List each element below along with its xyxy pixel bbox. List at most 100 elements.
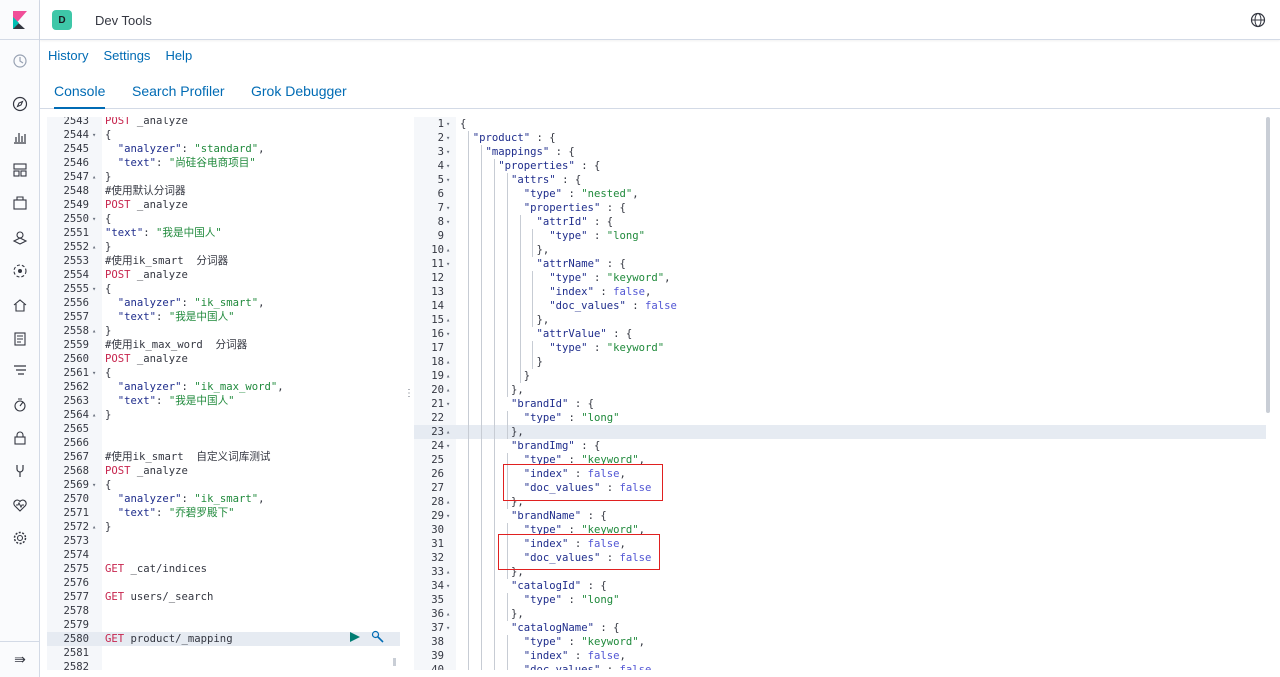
code-line[interactable]: 2544▾{ <box>47 128 400 142</box>
code-line[interactable]: 2550▾{ <box>47 212 400 226</box>
machine-learning-icon[interactable] <box>11 262 29 280</box>
apm-icon[interactable] <box>11 362 29 380</box>
code-line[interactable]: 5▾ "attrs" : { <box>414 173 1266 187</box>
management-gear-icon[interactable] <box>11 529 29 547</box>
fold-open-icon[interactable]: ▾ <box>446 330 451 338</box>
fold-open-icon[interactable]: ▾ <box>92 215 97 223</box>
fold-close-icon[interactable]: ▴ <box>446 610 451 618</box>
fold-close-icon[interactable]: ▴ <box>92 411 97 419</box>
code-line[interactable]: 14 "doc_values" : false <box>414 299 1266 313</box>
fold-close-icon[interactable]: ▴ <box>92 173 97 181</box>
code-line[interactable]: 2572▴} <box>47 520 400 534</box>
code-line[interactable]: 1▾{ <box>414 117 1266 131</box>
uptime-icon[interactable] <box>11 396 29 414</box>
code-line[interactable]: 2567#使用ik_smart 自定义词库测试 <box>47 450 400 464</box>
code-line[interactable]: 2558▴} <box>47 324 400 338</box>
code-line[interactable]: 2546 "text": "尚硅谷电商项目" <box>47 156 400 170</box>
code-line[interactable]: 2570 "analyzer": "ik_smart", <box>47 492 400 506</box>
code-line[interactable]: 39 "index" : false, <box>414 649 1266 663</box>
code-line[interactable]: 22 "type" : "long" <box>414 411 1266 425</box>
fold-open-icon[interactable]: ▾ <box>446 148 451 156</box>
request-scrollbar[interactable] <box>393 658 396 666</box>
fold-close-icon[interactable]: ▴ <box>446 568 451 576</box>
response-editor[interactable]: 1▾{2▾ "product" : {3▾ "mappings" : {4▾ "… <box>414 117 1266 670</box>
help-globe-icon[interactable] <box>1250 12 1266 28</box>
code-line[interactable]: 23▴ }, <box>414 425 1266 439</box>
fold-open-icon[interactable]: ▾ <box>446 120 451 128</box>
code-line[interactable]: 2565 <box>47 422 400 436</box>
fold-close-icon[interactable]: ▴ <box>446 246 451 254</box>
settings-link[interactable]: Settings <box>103 48 151 63</box>
code-line[interactable]: 4▾ "properties" : { <box>414 159 1266 173</box>
code-line[interactable]: 2553#使用ik_smart 分词器 <box>47 254 400 268</box>
code-line[interactable]: 2559#使用ik_max_word 分词器 <box>47 338 400 352</box>
code-line[interactable]: 17 "type" : "keyword" <box>414 341 1266 355</box>
editor-resize-handle[interactable]: ⋮ <box>404 388 414 399</box>
request-options-wrench-icon[interactable] <box>371 630 385 644</box>
code-line[interactable]: 2564▴} <box>47 408 400 422</box>
code-line[interactable]: 2574 <box>47 548 400 562</box>
fold-close-icon[interactable]: ▴ <box>92 523 97 531</box>
dev-tools-wrench-icon[interactable] <box>11 462 29 480</box>
collapse-nav-icon[interactable]: ⇛ <box>0 641 40 677</box>
tab-console[interactable]: Console <box>54 83 106 109</box>
code-line[interactable]: 2545 "analyzer": "standard", <box>47 142 400 156</box>
discover-compass-icon[interactable] <box>11 95 29 113</box>
code-line[interactable]: 2557 "text": "我是中国人" <box>47 310 400 324</box>
code-line[interactable]: 38 "type" : "keyword", <box>414 635 1266 649</box>
code-line[interactable]: 37▾ "catalogName" : { <box>414 621 1266 635</box>
code-line[interactable]: 12 "type" : "keyword", <box>414 271 1266 285</box>
siem-lock-icon[interactable] <box>11 429 29 447</box>
code-line[interactable]: 3▾ "mappings" : { <box>414 145 1266 159</box>
code-line[interactable]: 31 "index" : false, <box>414 537 1266 551</box>
code-line[interactable]: 16▾ "attrValue" : { <box>414 327 1266 341</box>
fold-open-icon[interactable]: ▾ <box>446 134 451 142</box>
code-line[interactable]: 35 "type" : "long" <box>414 593 1266 607</box>
code-line[interactable]: 11▾ "attrName" : { <box>414 257 1266 271</box>
logs-icon[interactable] <box>11 330 29 348</box>
code-line[interactable]: 2552▴} <box>47 240 400 254</box>
code-line[interactable]: 2581 <box>47 646 400 660</box>
fold-open-icon[interactable]: ▾ <box>446 400 451 408</box>
fold-close-icon[interactable]: ▴ <box>92 327 97 335</box>
code-line[interactable]: 2569▾{ <box>47 478 400 492</box>
infrastructure-icon[interactable] <box>11 296 29 314</box>
recent-clock-icon[interactable] <box>11 52 29 70</box>
fold-open-icon[interactable]: ▾ <box>446 162 451 170</box>
code-line[interactable]: 15▴ }, <box>414 313 1266 327</box>
code-line[interactable]: 29▾ "brandName" : { <box>414 509 1266 523</box>
fold-open-icon[interactable]: ▾ <box>446 218 451 226</box>
code-line[interactable]: 21▾ "brandId" : { <box>414 397 1266 411</box>
code-line[interactable]: 36▴ }, <box>414 607 1266 621</box>
code-line[interactable]: 13 "index" : false, <box>414 285 1266 299</box>
fold-open-icon[interactable]: ▾ <box>92 369 97 377</box>
code-line[interactable]: 2578 <box>47 604 400 618</box>
fold-open-icon[interactable]: ▾ <box>446 176 451 184</box>
fold-open-icon[interactable]: ▾ <box>446 624 451 632</box>
space-avatar[interactable]: D <box>52 10 72 30</box>
response-scrollbar[interactable] <box>1266 117 1270 413</box>
tab-grok-debugger[interactable]: Grok Debugger <box>251 83 347 99</box>
code-line[interactable]: 2566 <box>47 436 400 450</box>
code-line[interactable]: 34▾ "catalogId" : { <box>414 579 1266 593</box>
code-line[interactable]: 2548#使用默认分词器 <box>47 184 400 198</box>
code-line[interactable]: 2582 <box>47 660 400 670</box>
stack-monitoring-heart-icon[interactable] <box>11 496 29 514</box>
tab-search-profiler[interactable]: Search Profiler <box>132 83 225 99</box>
visualize-chart-icon[interactable] <box>11 128 29 146</box>
maps-icon[interactable] <box>11 228 29 246</box>
history-link[interactable]: History <box>48 48 89 63</box>
fold-close-icon[interactable]: ▴ <box>446 428 451 436</box>
fold-close-icon[interactable]: ▴ <box>446 498 451 506</box>
code-line[interactable]: 2563 "text": "我是中国人" <box>47 394 400 408</box>
code-line[interactable]: 2571 "text": "乔碧罗殿下" <box>47 506 400 520</box>
code-line[interactable]: 2579 <box>47 618 400 632</box>
code-line[interactable]: 7▾ "properties" : { <box>414 201 1266 215</box>
code-line[interactable]: 25 "type" : "keyword", <box>414 453 1266 467</box>
code-line[interactable]: 2551"text": "我是中国人" <box>47 226 400 240</box>
